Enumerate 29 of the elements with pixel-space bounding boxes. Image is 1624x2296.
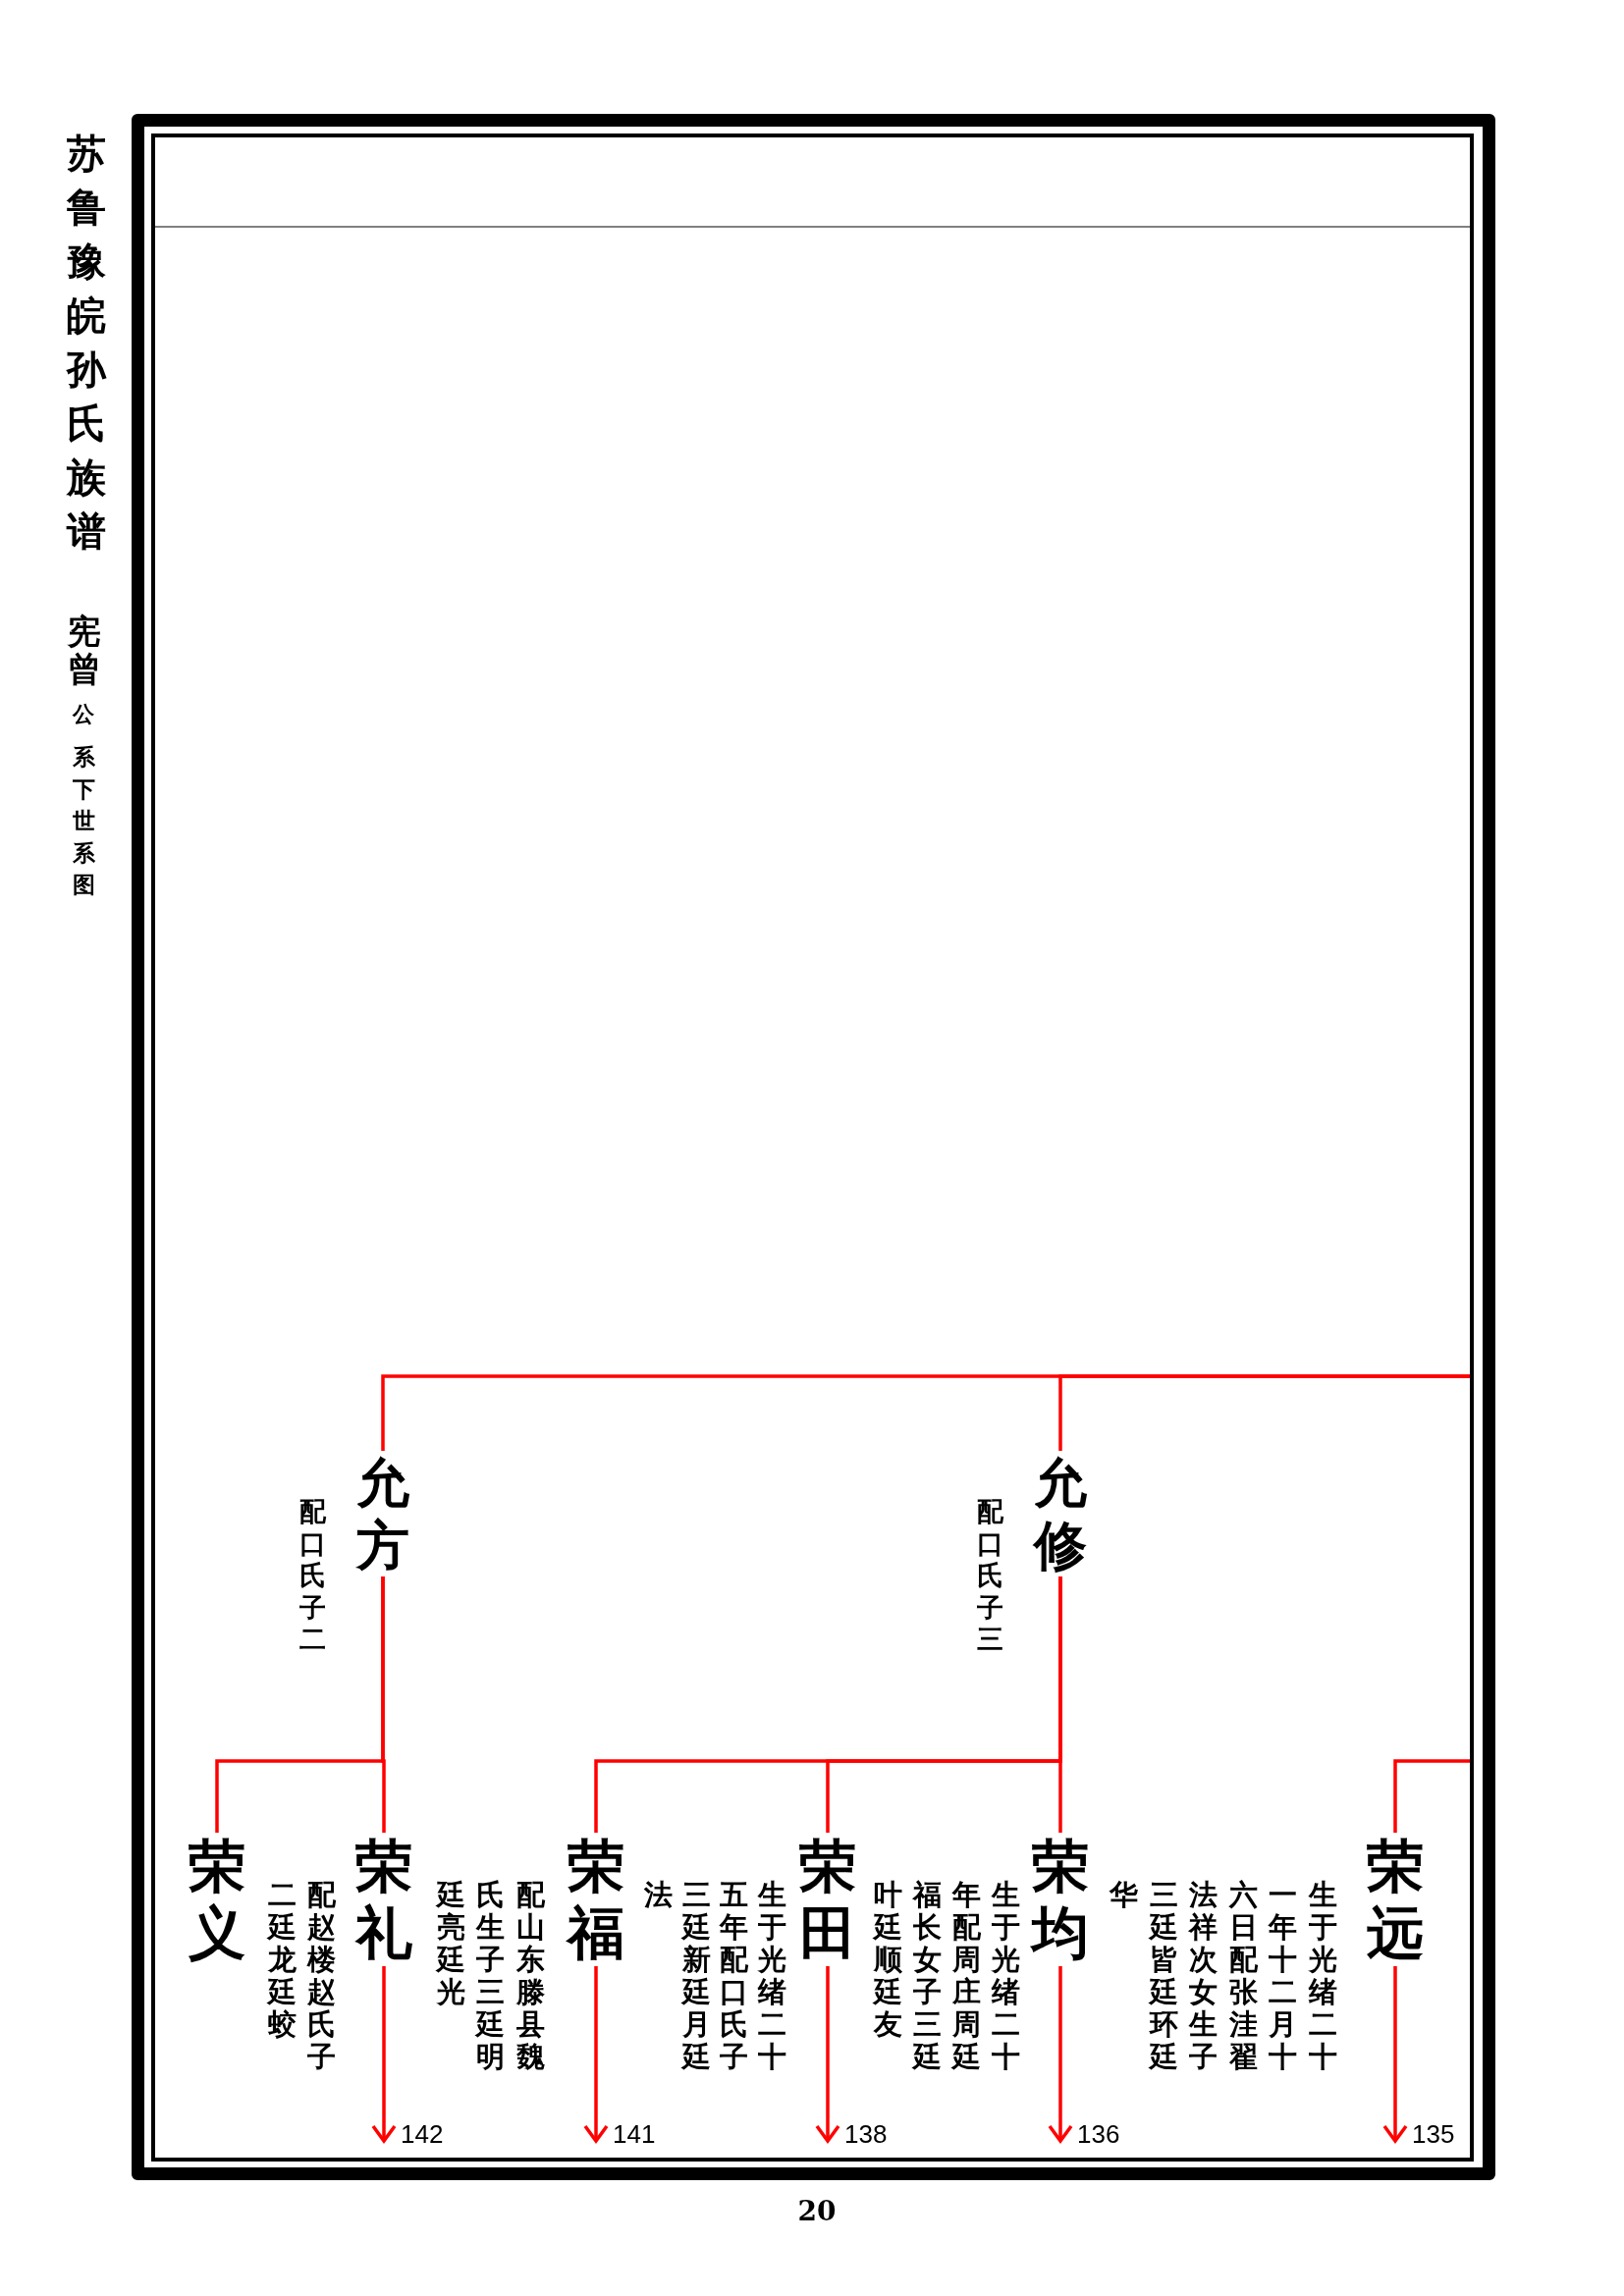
biography-note: 生于光绪二十一年十二月十六日配张洼翟法祥次女生子三廷皆廷环廷华	[1109, 1879, 1337, 2075]
person-name: 荣远	[1364, 1833, 1427, 1966]
book-title: 苏鲁豫皖孙氏族谱	[65, 129, 108, 556]
person-name: 荣义	[186, 1833, 248, 1966]
lineage-line	[381, 1374, 1470, 1451]
lineage-arrow	[1382, 1966, 1408, 2143]
biography-note: 配口氏子三	[976, 1496, 1003, 1656]
page-number: 20	[797, 2197, 837, 2227]
honorific: 公	[71, 701, 95, 726]
lineage-line	[215, 1576, 385, 1833]
lineage-line	[1393, 1759, 1470, 1833]
person-name: 荣礼	[352, 1833, 415, 1966]
biography-note: 配赵楼赵氏子二廷龙廷蛟	[267, 1879, 336, 2075]
lineage-arrow	[371, 1966, 397, 2143]
ancestor-name: 宪曾	[67, 613, 102, 687]
lineage-arrow	[1048, 1966, 1073, 2143]
lineage-arrow	[815, 1966, 840, 2143]
biography-note: 配口氏子二	[298, 1496, 326, 1656]
person-name: 允修	[1031, 1451, 1090, 1576]
chart-subtitle: 系下世系图	[71, 742, 96, 899]
lineage-arrow	[583, 1966, 609, 2143]
lineage-line	[594, 1576, 1062, 1833]
biography-note: 生于光绪二十五年配口氏子三廷新廷月廷法	[643, 1879, 786, 2075]
person-name: 荣均	[1029, 1833, 1092, 1966]
biography-note: 配山东滕县魏氏生子三廷明廷亮廷光	[436, 1879, 545, 2075]
person-name: 荣福	[565, 1833, 627, 1966]
person-name: 允方	[353, 1451, 412, 1576]
biography-note: 生于光绪二十年配周庄周廷福长女子三廷叶廷顺廷友	[873, 1879, 1020, 2075]
person-name: 荣田	[796, 1833, 859, 1966]
